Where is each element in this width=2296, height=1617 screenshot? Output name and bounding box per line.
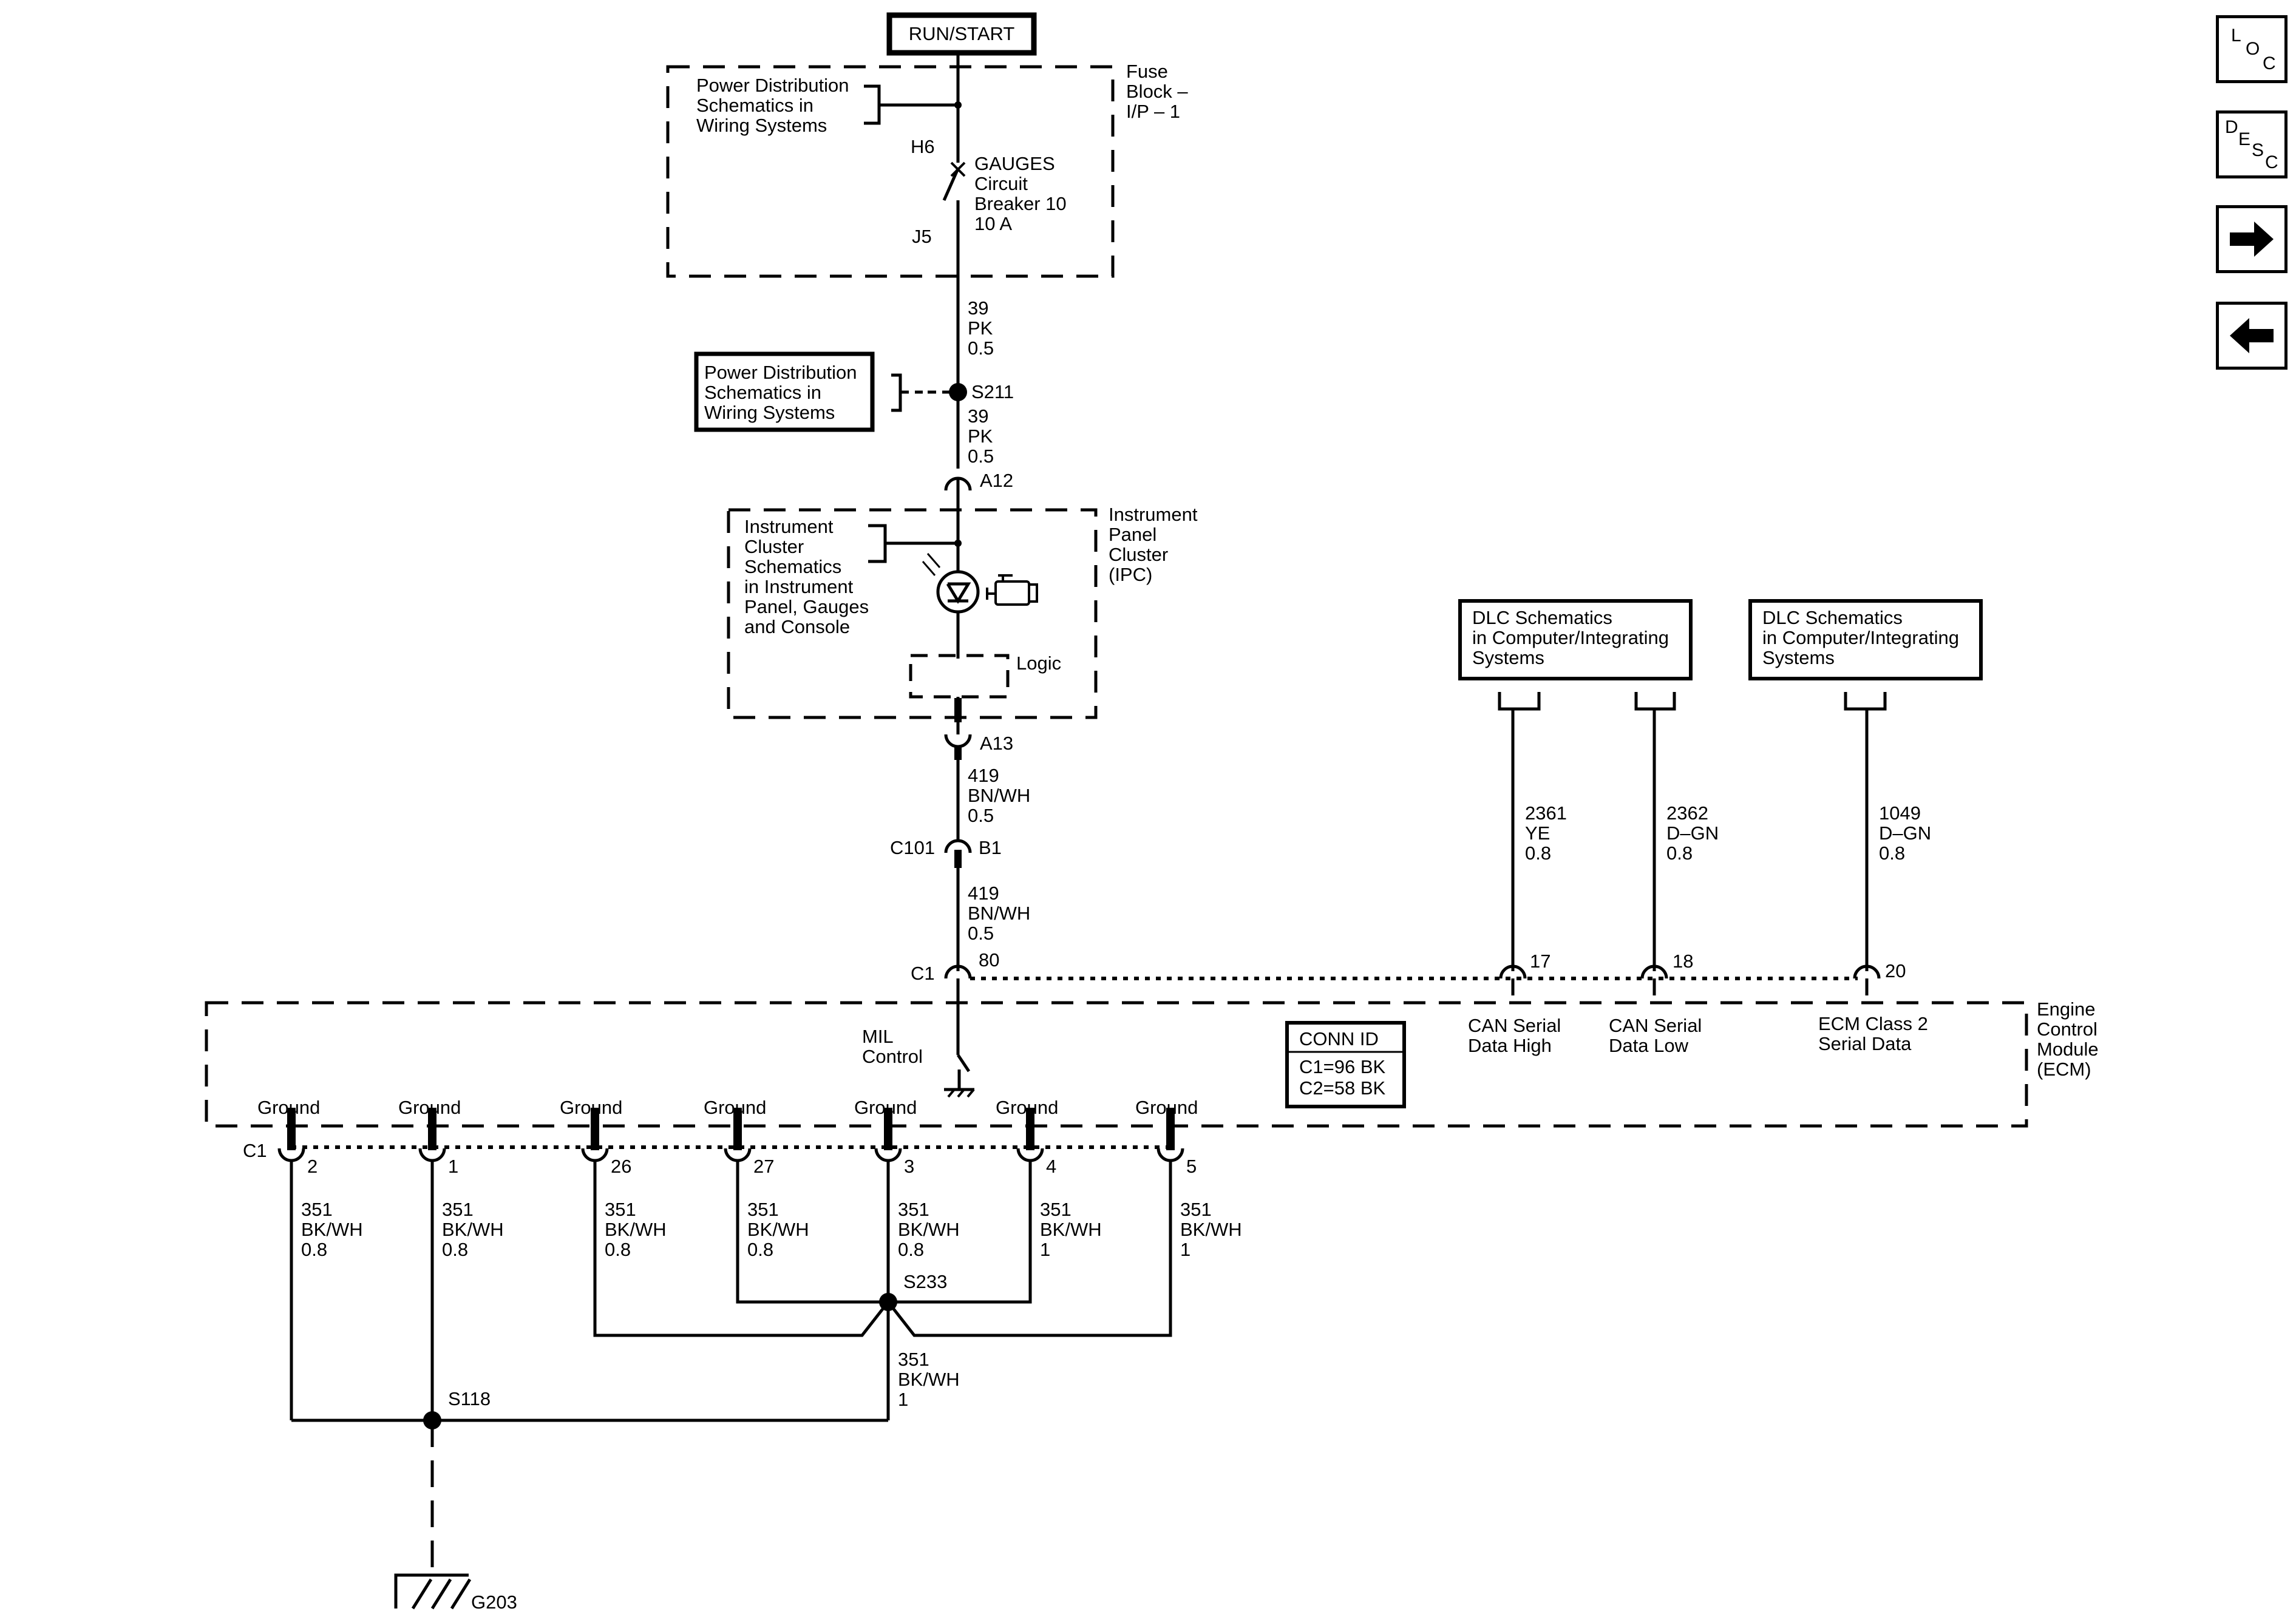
ground-label-1: Ground <box>257 1097 320 1118</box>
breaker-label: GAUGES Circuit Breaker 10 10 A <box>974 153 1072 234</box>
desc-button[interactable]: D E S C <box>2216 110 2288 178</box>
desc-letter-c: C <box>2265 152 2278 172</box>
logic-label: Logic <box>1016 653 1061 674</box>
c1-top-label: C1 <box>911 963 935 984</box>
can-low-label: CAN Serial Data Low <box>1609 1015 1707 1056</box>
ground-label-6: Ground <box>996 1097 1058 1118</box>
logic-box <box>909 654 1010 699</box>
ground-wire-6: 351 BK/WH 1 <box>1040 1199 1107 1260</box>
ground-label-5: Ground <box>854 1097 917 1118</box>
b1-label: B1 <box>979 837 1002 858</box>
ground-label-3: Ground <box>560 1097 622 1118</box>
ground-label-2: Ground <box>398 1097 461 1118</box>
engine-icon <box>986 574 1038 606</box>
arrow-left-icon <box>2230 318 2274 353</box>
loc-letter-l: L <box>2231 25 2241 46</box>
pin-18-label: 18 <box>1673 951 1693 972</box>
wire-39-upper: 39 PK 0.5 <box>968 297 998 359</box>
fuse-block-box <box>666 65 1115 278</box>
wire-351-main: 351 BK/WH 1 <box>898 1349 965 1410</box>
dlc-2-label: DLC Schematics in Computer/Integrating S… <box>1762 607 1965 668</box>
fuse-block-splice <box>954 101 962 109</box>
can-high-label: CAN Serial Data High <box>1468 1015 1566 1056</box>
a13-label: A13 <box>980 733 1013 754</box>
pd-ref-1-label: Power Distribution Schematics in Wiring … <box>696 75 854 136</box>
ground-pin-27: 27 <box>753 1156 774 1177</box>
arrow-right-icon <box>2230 222 2274 257</box>
ecm-box <box>205 1001 2028 1128</box>
ipc-splice <box>954 540 962 547</box>
pd-ref-2-label: Power Distribution Schematics in Wiring … <box>704 362 862 423</box>
wire-419-upper: 419 BN/WH 0.5 <box>968 765 1036 826</box>
ground-wire-1: 351 BK/WH 0.8 <box>301 1199 368 1260</box>
class2-label: ECM Class 2 Serial Data <box>1818 1013 1934 1054</box>
conn-id-box <box>1285 1021 1406 1108</box>
s233-label: S233 <box>903 1271 947 1292</box>
s211-splice <box>949 383 967 401</box>
ground-pin-3: 3 <box>904 1156 914 1177</box>
ground-label-7: Ground <box>1135 1097 1198 1118</box>
loc-button[interactable]: L O C <box>2216 15 2288 83</box>
desc-letter-e: E <box>2238 129 2251 149</box>
pin-17-label: 17 <box>1530 951 1550 972</box>
next-button[interactable] <box>2216 205 2288 273</box>
c1-bottom-label: C1 <box>243 1140 267 1161</box>
ground-label-4: Ground <box>704 1097 766 1118</box>
conn-id-rows: C1=96 BK C2=58 BK <box>1299 1056 1391 1099</box>
run-start-box <box>886 12 1037 56</box>
ground-wire-4: 351 BK/WH 0.8 <box>747 1199 814 1260</box>
fuse-block-label: Fuse Block – I/P – 1 <box>1126 61 1193 122</box>
desc-letter-d: D <box>2225 117 2238 137</box>
c101-label: C101 <box>890 837 935 858</box>
desc-letter-s: S <box>2252 140 2264 160</box>
a12-label: A12 <box>980 470 1013 491</box>
ground-wire-7: 351 BK/WH 1 <box>1180 1199 1247 1260</box>
mil-lamp-icon <box>936 570 980 614</box>
loc-letter-o: O <box>2246 39 2260 59</box>
s233-splice <box>879 1293 897 1311</box>
ic-ref-label: Instrument Cluster Schematics in Instrum… <box>744 516 874 637</box>
conn-id-title: CONN ID <box>1299 1028 1379 1049</box>
ground-pin-5: 5 <box>1186 1156 1197 1177</box>
wire-2361-label: 2361 YE 0.8 <box>1525 802 1572 864</box>
wire-39-lower: 39 PK 0.5 <box>968 405 998 467</box>
ipc-box <box>727 508 1098 719</box>
pin-80-label: 80 <box>979 949 999 971</box>
ecm-label: Engine Control Module (ECM) <box>2037 998 2104 1080</box>
dlc-box-1 <box>1458 599 1693 680</box>
g203-ground-symbol <box>394 1573 469 1609</box>
ground-pin-1: 1 <box>448 1156 458 1177</box>
g203-label: G203 <box>471 1592 517 1613</box>
dlc-1-label: DLC Schematics in Computer/Integrating S… <box>1472 607 1674 668</box>
ground-wire-3: 351 BK/WH 0.8 <box>605 1199 671 1260</box>
previous-button[interactable] <box>2216 302 2288 370</box>
j5-label: J5 <box>912 226 932 247</box>
ground-pin-4: 4 <box>1046 1156 1056 1177</box>
mil-control-label: MIL Control <box>862 1026 923 1067</box>
pd-ref-box-2 <box>694 351 875 432</box>
wire-2362-label: 2362 D–GN 0.8 <box>1666 802 1724 864</box>
ground-wire-2: 351 BK/WH 0.8 <box>442 1199 509 1260</box>
h6-label: H6 <box>911 136 935 157</box>
loc-letter-c: C <box>2263 53 2276 73</box>
ipc-label: Instrument Panel Cluster (IPC) <box>1109 504 1203 585</box>
s211-label: S211 <box>971 381 1014 402</box>
pin-20-label: 20 <box>1885 960 1906 981</box>
ground-wire-5: 351 BK/WH 0.8 <box>898 1199 965 1260</box>
wire-1049-label: 1049 D–GN 0.8 <box>1879 802 1937 864</box>
s118-label: S118 <box>448 1388 491 1409</box>
circuit-breaker-switch <box>942 168 960 202</box>
s118-splice <box>423 1411 441 1429</box>
run-start-label: RUN/START <box>909 23 1015 44</box>
dlc-box-2 <box>1748 599 1983 680</box>
wire-419-lower: 419 BN/WH 0.5 <box>968 883 1036 944</box>
ground-pin-2: 2 <box>307 1156 318 1177</box>
ground-pin-26: 26 <box>611 1156 631 1177</box>
